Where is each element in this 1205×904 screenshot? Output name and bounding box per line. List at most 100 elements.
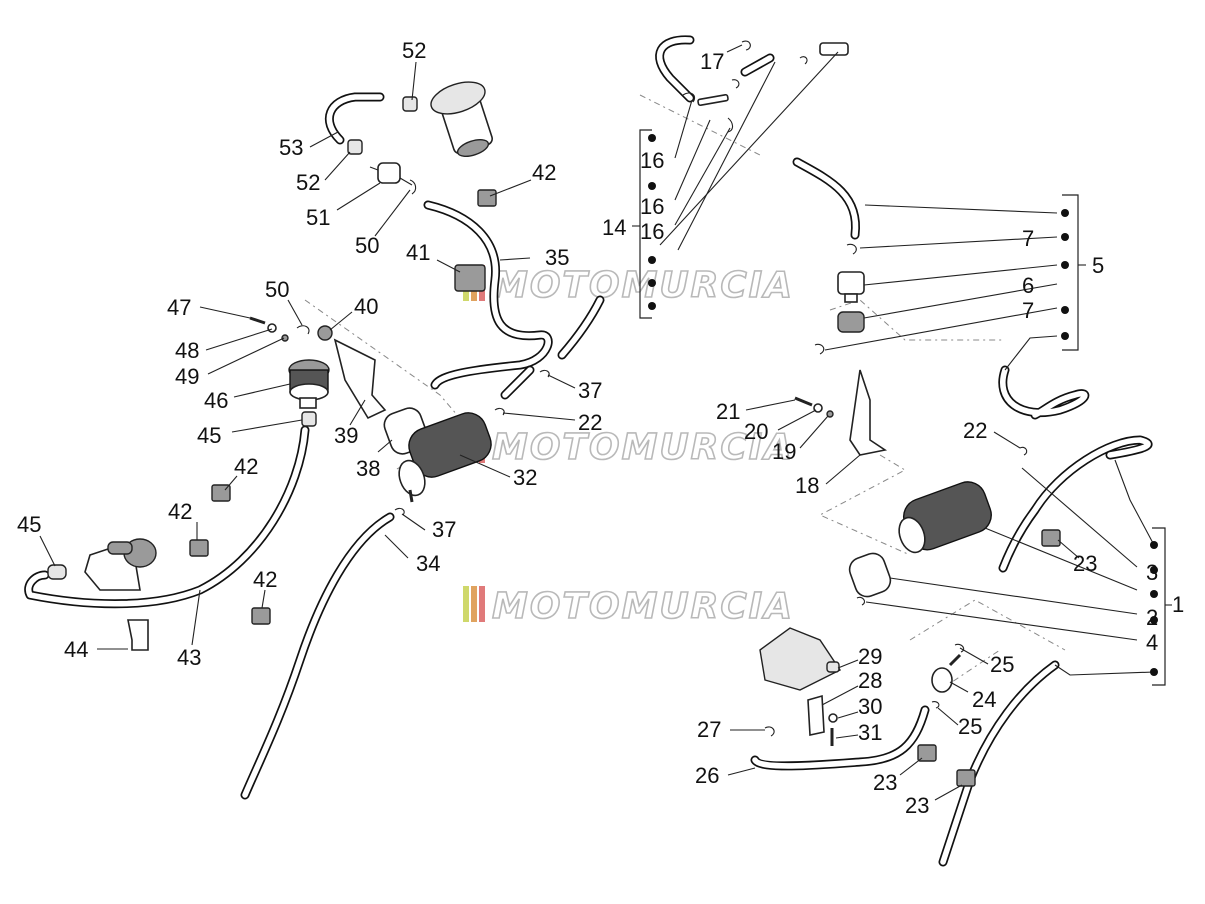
part-clamp-40 [317, 325, 333, 341]
callout-2: 2 [1146, 605, 1158, 630]
part-filter-2 [898, 481, 992, 554]
callout-49: 49 [175, 364, 199, 389]
part-clip-42-top [477, 189, 497, 207]
part-clip-16-left [682, 92, 696, 103]
group-bracket-1 [1150, 527, 1172, 686]
callout-42: 42 [168, 499, 192, 524]
callout-39: 39 [334, 423, 358, 448]
hose-43 [24, 425, 310, 609]
part-valve-body-43 [84, 538, 157, 591]
callout-45: 45 [17, 512, 41, 537]
part-clamp-6 [837, 311, 865, 333]
callout-30: 30 [858, 694, 882, 719]
part-washer-30 [828, 713, 838, 723]
hose-35 [423, 200, 553, 390]
part-valve-51 [369, 162, 413, 186]
part-filter-5 [837, 271, 865, 303]
watermark-text: MOTOMURCIA [492, 427, 794, 468]
callout-46: 46 [204, 388, 228, 413]
part-washer-48 [267, 323, 277, 333]
hose-3 [998, 435, 1153, 573]
part-washer-49 [281, 334, 289, 342]
callout-16: 16 [640, 148, 664, 173]
callout-50: 50 [355, 233, 379, 258]
callout-16: 16 [640, 219, 664, 244]
part-clip-23-c [956, 769, 976, 787]
callout-50: 50 [265, 277, 289, 302]
callout-22: 22 [578, 410, 602, 435]
part-clamp-52-upper [402, 96, 418, 112]
hose-53 [324, 92, 385, 145]
part-housing-29 [759, 627, 842, 691]
watermark-2: MOTOMURCIA [463, 426, 794, 469]
part-clip-7-lower [814, 343, 825, 355]
callout-22: 22 [963, 418, 987, 443]
part-bolt-47 [249, 316, 266, 325]
hoses [24, 35, 1153, 867]
part-clip-23-b [917, 744, 937, 762]
part-clip-25-upper [954, 643, 965, 653]
callout-14: 14 [602, 215, 626, 240]
callout-34: 34 [416, 551, 440, 576]
part-pump-46 [288, 359, 330, 409]
part-bracket-18 [849, 369, 888, 456]
callout-4: 4 [1146, 630, 1158, 655]
leader-lines [39, 44, 1155, 801]
part-clamp-52-lower [347, 139, 363, 155]
part-clip-37-upper [539, 369, 550, 378]
hose-1-long [938, 660, 1060, 867]
part-filter-32 [398, 412, 492, 503]
part-clip-22-right [1019, 446, 1028, 456]
part-nut-29 [826, 661, 840, 673]
group-bracket-5 [1061, 194, 1086, 351]
hose-5-loop [998, 365, 1090, 420]
callout-7: 7 [1022, 298, 1034, 323]
callout-32: 32 [513, 465, 537, 490]
part-nut-45-upper [301, 411, 317, 427]
part-tee-16 [697, 93, 729, 107]
part-clip-16-top [731, 79, 740, 89]
callout-23: 23 [873, 770, 897, 795]
watermark-3: MOTOMURCIA [463, 585, 793, 628]
hose-17 [655, 35, 695, 103]
part-clip-7-upper [846, 243, 857, 255]
part-clip-17 [741, 40, 751, 51]
watermark-1: MOTOMURCIA [463, 264, 793, 307]
callout-53: 53 [279, 135, 303, 160]
callout-37: 37 [578, 378, 602, 403]
callout-43: 43 [177, 645, 201, 670]
callout-23: 23 [905, 793, 929, 818]
part-bracket-44 [127, 619, 149, 651]
callout-31: 31 [858, 720, 882, 745]
part-clip-50-upper [409, 179, 417, 195]
callout-44: 44 [64, 637, 88, 662]
callout-labels: 52 53 52 51 50 42 41 35 50 40 47 48 49 4… [17, 38, 1184, 818]
callout-45: 45 [197, 423, 221, 448]
part-clip-42-b [189, 539, 209, 557]
hose-5-upper [792, 157, 861, 240]
callout-21: 21 [716, 399, 740, 424]
callout-24: 24 [972, 687, 996, 712]
part-clip-4 [856, 596, 866, 606]
part-bracket-39 [333, 338, 387, 420]
part-bracket-28 [807, 694, 825, 736]
callout-23: 23 [1073, 551, 1097, 576]
callout-6: 6 [1022, 273, 1034, 298]
part-clip-25-lower [931, 701, 940, 709]
callout-7: 7 [1022, 226, 1034, 251]
hose-34 [240, 512, 395, 800]
callout-37: 37 [432, 517, 456, 542]
callout-20: 20 [744, 419, 768, 444]
callout-1: 1 [1172, 592, 1184, 617]
part-valve-24 [931, 653, 962, 693]
part-connector-top [819, 42, 849, 56]
hose-26 [750, 705, 930, 771]
callout-27: 27 [697, 717, 721, 742]
callout-40: 40 [354, 294, 378, 319]
callout-51: 51 [306, 205, 330, 230]
part-clip-top-small [799, 56, 808, 65]
callout-25: 25 [990, 652, 1014, 677]
part-clip-23-a [1041, 529, 1061, 547]
part-clip-50-lower [296, 325, 310, 335]
